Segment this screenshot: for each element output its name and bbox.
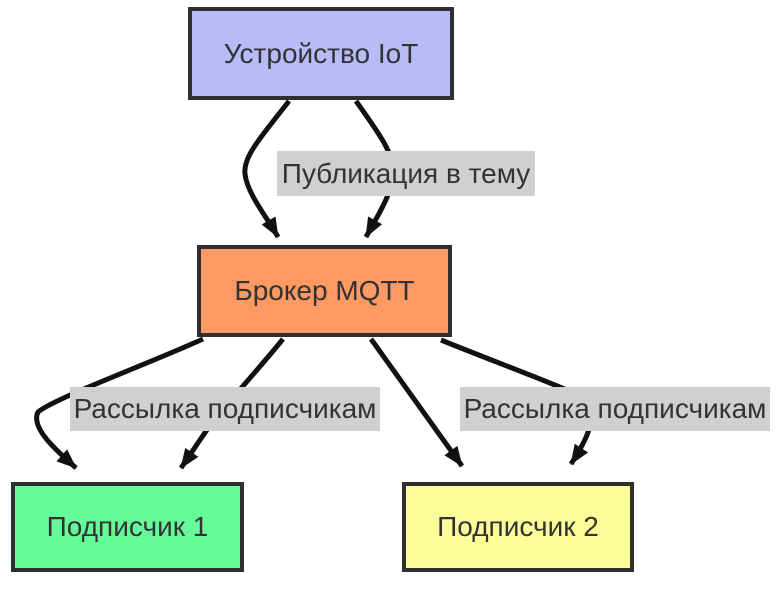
- node-iot-device: Устройство IoT: [188, 7, 454, 100]
- node-subscriber-1-label: Подписчик 1: [46, 511, 209, 542]
- edge-broker-sub1-outer: [34, 336, 205, 470]
- edge-label-fanout-left: Рассылка подписчикам: [70, 387, 380, 431]
- node-subscriber-2-label: Подписчик 2: [437, 511, 599, 542]
- edge-label-fanout-right: Рассылка подписчикам: [460, 387, 770, 431]
- node-mqtt-broker-label: Брокер MQTT: [234, 275, 415, 306]
- edge-label-fanout-right-text: Рассылка подписчикам: [463, 393, 767, 424]
- node-mqtt-broker: Брокер MQTT: [197, 245, 452, 337]
- node-iot-device-label: Устройство IoT: [223, 37, 419, 69]
- edge-broker-sub2-outer: [368, 337, 465, 468]
- edge-label-fanout-left-text: Рассылка подписчикам: [73, 393, 377, 424]
- edge-label-publish-text: Публикация в тему: [281, 157, 531, 189]
- edge-label-publish: Публикация в тему: [277, 151, 535, 196]
- edge-device-broker-left: [242, 99, 291, 239]
- node-subscriber-1: Подписчик 1: [11, 482, 244, 572]
- node-subscriber-2: Подписчик 2: [402, 482, 634, 572]
